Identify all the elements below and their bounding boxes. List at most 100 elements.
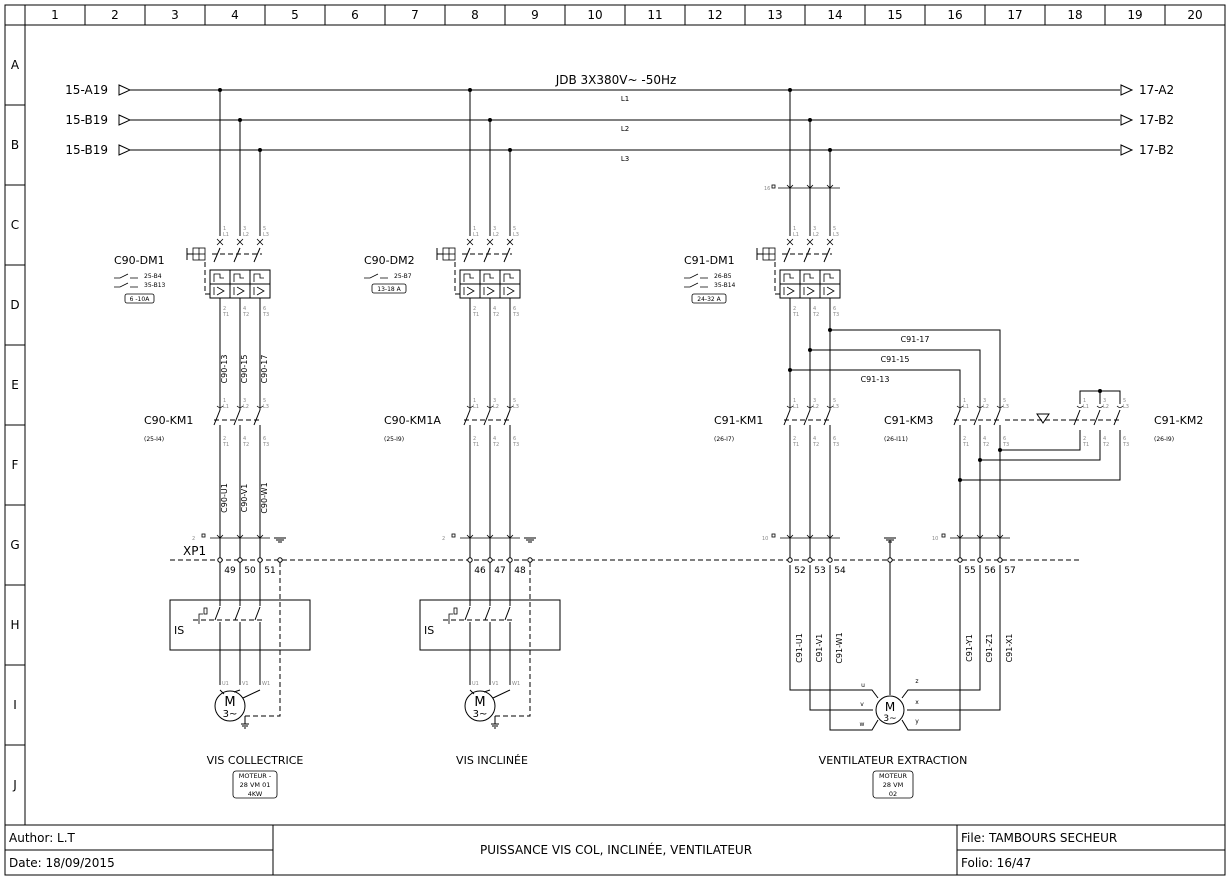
- title-block: Author: L.T Date: 18/09/2015 PUISSANCE V…: [5, 825, 1225, 875]
- wire-c90-v1: C90-V1: [240, 484, 249, 513]
- bus-l3-in-arrow: [118, 144, 132, 156]
- circuit-ventilateur: C91-DM1 26-B5 35-B14 24-32 A C91-KM1 (26…: [684, 254, 1203, 799]
- aux-contact-icon: [114, 273, 138, 279]
- junction-dot: [788, 368, 792, 372]
- breaker-cross-icon: [506, 238, 514, 246]
- drawing-frame: [4, 4, 1226, 876]
- motor-title-vis-inclinee: VIS INCLINÉE: [456, 754, 528, 767]
- pin-number: 1: [793, 398, 796, 404]
- bus-l2-from: 15-B19: [65, 113, 108, 127]
- pin-phase: L1: [793, 232, 799, 238]
- pin-phase: T1: [222, 312, 229, 318]
- contactor-pole: [1113, 409, 1121, 426]
- isolator-lock-icon: [203, 607, 208, 615]
- pin-phase: T3: [512, 442, 519, 448]
- bus-l2-out-arrow: [1120, 114, 1134, 126]
- pin-number: 3: [243, 226, 246, 232]
- terminal-arrow-icon: [486, 534, 494, 539]
- row-label: E: [11, 378, 19, 392]
- junction-dot: [1098, 389, 1102, 393]
- motor3-pin-v: v: [860, 701, 864, 708]
- terminal-51: 51: [264, 566, 275, 576]
- pin-phase: L3: [513, 232, 519, 238]
- pin-number: 2: [473, 436, 476, 442]
- col-label: 4: [231, 8, 239, 22]
- pin-number: 5: [833, 226, 836, 232]
- supply-bus: JDB 3X380V~ -50Hz 15-A19 15-B19 15-B19 1…: [65, 73, 1174, 163]
- row-label: A: [11, 58, 20, 72]
- aux-contact-icon: [684, 273, 708, 279]
- aux-ref-small: 2: [442, 536, 445, 542]
- col-label: 5: [291, 8, 299, 22]
- terminal-strip-xp1: XP1: [170, 544, 1080, 561]
- pin-number: 1: [1083, 398, 1086, 404]
- terminal-arrow-icon: [256, 534, 264, 539]
- wire-motor3-z: [901, 565, 981, 699]
- pin-phase: T3: [512, 312, 519, 318]
- contactor-pole: [783, 409, 791, 426]
- breaker-c91-dm1-name: C91-DM1: [684, 254, 735, 267]
- pin-phase: L2: [983, 404, 989, 410]
- sheet-title: PUISSANCE VIS COL, INCLINÉE, VENTILATEUR: [480, 842, 752, 857]
- breaker-c90-dm1-name: C90-DM1: [114, 254, 165, 267]
- row-label: J: [12, 778, 17, 792]
- pin-number: 1: [223, 398, 226, 404]
- wire-c90-u1: C90-U1: [220, 483, 229, 513]
- wire-c91-v1: C91-V1: [815, 634, 824, 663]
- motor-icon: [464, 690, 496, 722]
- thermal-trip-icon: [503, 273, 514, 282]
- pin-phase: T3: [262, 312, 269, 318]
- pin-phase: T2: [492, 312, 499, 318]
- pin-number: 6: [263, 436, 266, 442]
- pin-phase: T1: [1082, 442, 1089, 448]
- isolator-pole: [504, 606, 511, 621]
- wire-km2-2: [980, 430, 1101, 461]
- row-label: D: [10, 298, 19, 312]
- contact-arc-icon: [1076, 405, 1084, 408]
- motor3-icon: [875, 695, 905, 725]
- terminal-arrow-icon: [216, 534, 224, 539]
- wire-motor3-v: [809, 565, 873, 711]
- author-text: Author: L.T: [9, 831, 76, 845]
- terminal-icon: [527, 557, 533, 563]
- breaker-pole: [503, 247, 511, 263]
- thermal-trip-icon: [253, 273, 264, 282]
- terminal-icon: [807, 557, 813, 563]
- contact-arc-icon: [466, 405, 474, 408]
- pin-number: 2: [473, 306, 476, 312]
- pin-phase: T1: [472, 312, 479, 318]
- bus-l1-from: 15-A19: [65, 83, 108, 97]
- terminal-arrow-icon: [806, 534, 814, 539]
- terminal-arrow-icon: [976, 534, 984, 539]
- breaker-c90-dm1-rating: 6 -10A: [130, 296, 151, 303]
- junction-dot: [998, 448, 1002, 452]
- motor-pin-label: W1: [262, 681, 270, 687]
- col-label: 14: [827, 8, 842, 22]
- thermal-trip-icon: [823, 273, 834, 282]
- aux-ref-small: 16: [764, 186, 770, 192]
- contactor-c91-km2-name: C91-KM2: [1154, 414, 1203, 427]
- pin-phase: L2: [243, 404, 249, 410]
- magnetic-trip-icon: [213, 286, 225, 296]
- row-label: G: [10, 538, 19, 552]
- aux-contact-icon: [684, 282, 708, 288]
- row-label: I: [13, 698, 17, 712]
- col-label: 1: [51, 8, 59, 22]
- motor-ground-wire: [495, 562, 531, 717]
- terminal-arrow-icon: [996, 534, 1004, 539]
- motor3-letter: M: [885, 700, 895, 714]
- contactor-pole: [803, 409, 811, 426]
- motor3-pin-w: w: [860, 721, 865, 728]
- contact-arc-icon: [486, 405, 494, 408]
- motor-pin-label: V1: [242, 681, 249, 687]
- motor-pin-label: U1: [222, 681, 229, 687]
- pin-number: 6: [833, 436, 836, 442]
- terminal-icon: [977, 557, 983, 563]
- col-label: 2: [111, 8, 119, 22]
- contactor-pole: [1093, 409, 1101, 426]
- col-label: 12: [707, 8, 722, 22]
- col-label: 8: [471, 8, 479, 22]
- pin-phase: L3: [1123, 404, 1129, 410]
- terminal-49: 49: [224, 566, 236, 576]
